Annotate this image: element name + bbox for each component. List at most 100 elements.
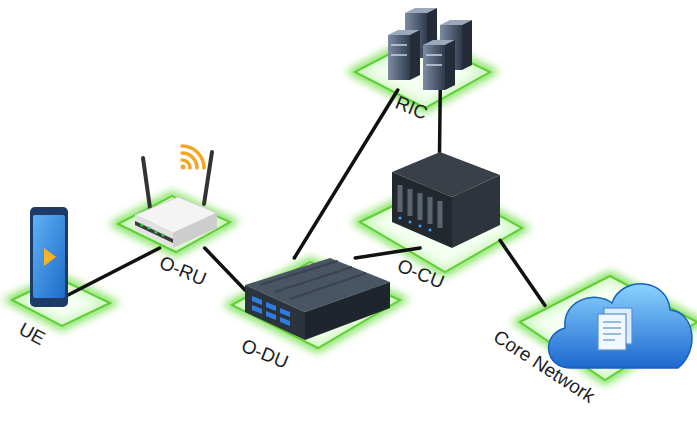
- nas-box-icon: [429, 229, 432, 232]
- nas-box-icon: [452, 175, 500, 248]
- server-cluster-icon: [388, 8, 472, 90]
- ue-platform: [12, 278, 110, 326]
- nas-box-icon: [392, 152, 500, 197]
- cloud-icon: [603, 339, 615, 341]
- cloud-icon: [604, 308, 632, 344]
- router-icon: [154, 230, 157, 233]
- nas-box-icon: [419, 225, 422, 228]
- wifi-symbol: [182, 160, 190, 168]
- node-label: O-RU: [156, 253, 209, 291]
- network-node: O-RU: [135, 150, 217, 248]
- network-node: Core Network: [545, 275, 690, 370]
- rack-server-icon: [245, 258, 390, 312]
- cloud-icon: [603, 333, 621, 335]
- rack-server-icon: [245, 258, 390, 340]
- ric-platform: [355, 38, 490, 108]
- rack-server-icon: [280, 308, 290, 317]
- network-node: UE: [30, 207, 68, 307]
- nas-box-icon: [398, 185, 403, 212]
- server-cluster-icon: [426, 54, 442, 56]
- wifi-symbol: [182, 146, 204, 168]
- cloud-icon: [549, 284, 692, 368]
- link-line: [355, 248, 420, 258]
- router-icon: [147, 226, 150, 229]
- server-cluster-icon: [426, 64, 442, 66]
- router-icon: [140, 223, 143, 226]
- rack-server-icon: [260, 261, 338, 285]
- server-cluster-icon: [440, 20, 472, 25]
- cloud-icon: [549, 284, 692, 368]
- network-node: O-CU: [392, 152, 500, 248]
- server-cluster-icon: [391, 54, 407, 56]
- rack-server-icon: [245, 285, 305, 340]
- server-cluster-icon: [405, 8, 437, 13]
- nas-box-icon: [392, 152, 500, 248]
- network-node: RIC: [385, 5, 470, 90]
- oru-platform: [118, 196, 230, 252]
- nas-box-icon: [438, 201, 443, 228]
- wifi-symbol: [182, 153, 197, 168]
- cloud-icon: [603, 321, 621, 323]
- rack-server-icon: [266, 302, 276, 311]
- rack-server-icon: [280, 317, 290, 326]
- oru-platform: [118, 196, 230, 252]
- server-cluster-icon: [388, 35, 410, 80]
- server-cluster-icon: [423, 40, 455, 45]
- link-line: [294, 90, 397, 258]
- link-line: [500, 240, 545, 305]
- link-line: [205, 248, 245, 290]
- server-cluster-icon: [445, 40, 455, 90]
- wifi-symbol: [181, 165, 186, 170]
- router-icon: [161, 233, 164, 236]
- node-label: O-DU: [238, 336, 291, 374]
- router-icon: [143, 158, 150, 208]
- ric-platform: [355, 38, 490, 108]
- link-line: [68, 248, 160, 295]
- router-icon: [135, 152, 217, 248]
- phone-icon: [44, 248, 56, 266]
- server-cluster-icon: [462, 20, 472, 70]
- nas-box-icon: [399, 217, 402, 220]
- router-icon: [135, 221, 173, 243]
- ue-platform: [12, 278, 110, 326]
- server-cluster-icon: [410, 30, 420, 80]
- phone-icon: [33, 215, 65, 298]
- nas-box-icon: [418, 193, 423, 220]
- nas-box-icon: [428, 197, 433, 224]
- cloud-icon: [603, 327, 621, 329]
- nas-box-icon: [409, 221, 412, 224]
- node-label: UE: [15, 319, 48, 350]
- rack-server-icon: [290, 273, 366, 299]
- phone-icon: [30, 207, 68, 307]
- server-cluster-icon: [405, 13, 427, 58]
- ue-platform: [12, 278, 110, 326]
- ric-platform: [355, 38, 490, 108]
- odu-platform: [232, 262, 400, 348]
- ocu-platform: [360, 183, 522, 272]
- rack-server-icon: [305, 282, 390, 340]
- server-cluster-icon: [423, 45, 445, 90]
- cloud-icon: [598, 314, 626, 350]
- odu-platform: [232, 262, 400, 348]
- phone-icon: [30, 207, 68, 307]
- router-icon: [135, 197, 217, 233]
- server-cluster-icon: [440, 25, 462, 70]
- wifi-symbol: [181, 146, 205, 170]
- rack-server-icon: [275, 267, 352, 292]
- rack-server-icon: [252, 305, 262, 314]
- oru-platform: [118, 196, 230, 252]
- nas-box-icon: [408, 189, 413, 216]
- server-cluster-icon: [388, 30, 420, 35]
- network-node: O-DU: [245, 258, 390, 340]
- odu-platform: [232, 262, 400, 348]
- nas-box-icon: [392, 172, 452, 248]
- ocu-platform: [360, 183, 522, 272]
- rack-server-icon: [266, 311, 276, 320]
- server-cluster-icon: [427, 8, 437, 58]
- link-line: [438, 90, 442, 152]
- rack-server-icon: [252, 296, 262, 305]
- router-icon: [173, 213, 217, 248]
